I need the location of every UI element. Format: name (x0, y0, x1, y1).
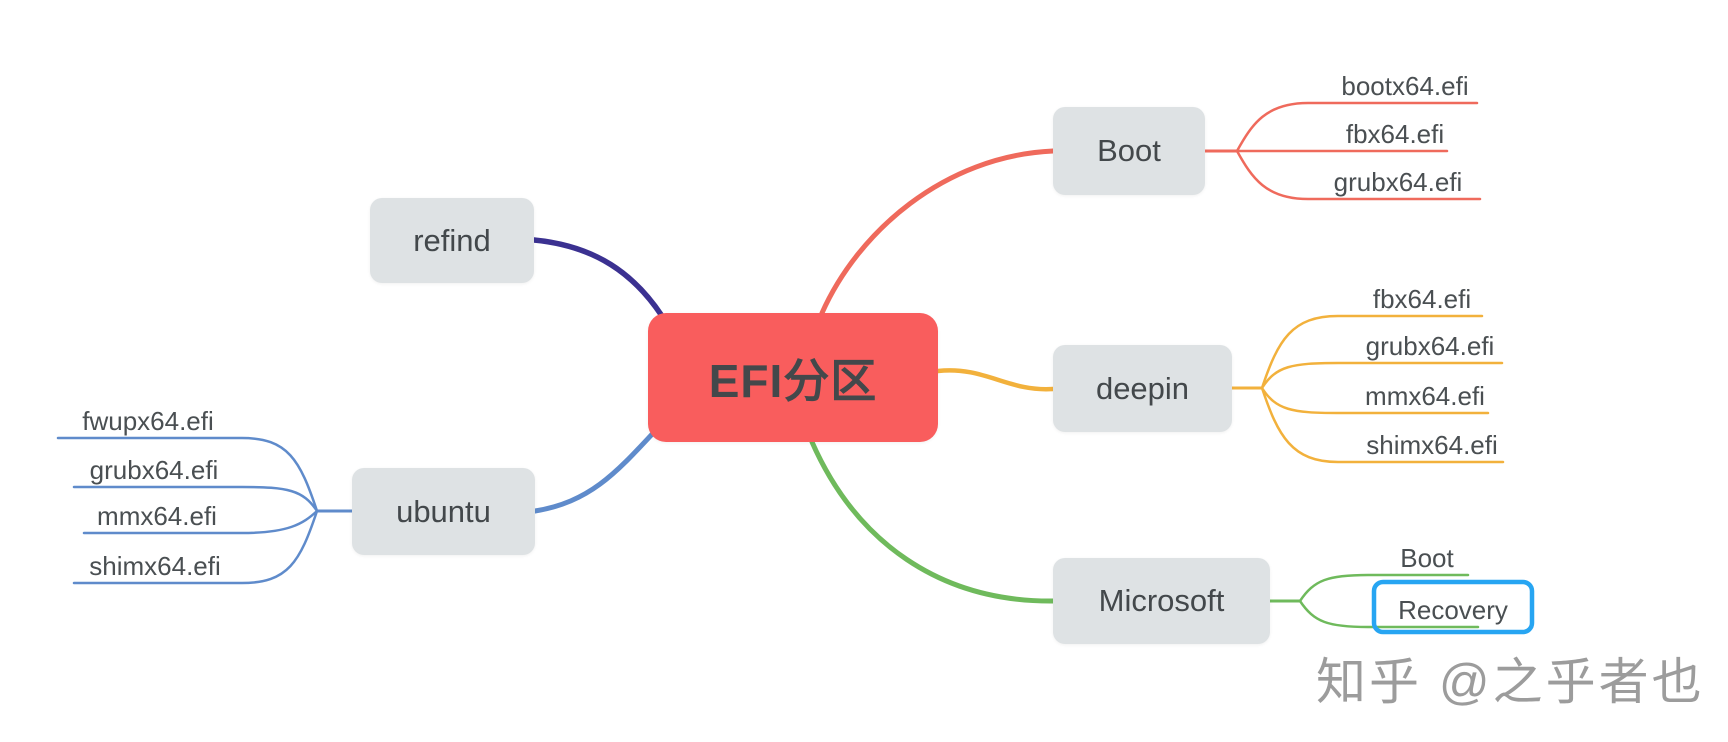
deepin-branch-line (935, 368, 1056, 392)
microsoft-child-1-selected[interactable]: Recovery (1398, 595, 1508, 625)
ubuntu-child-line-1 (72, 485, 319, 513)
node-microsoft[interactable]: Microsoft (1053, 558, 1270, 644)
deepin-child-1[interactable]: grubx64.efi (1365, 331, 1495, 361)
ubuntu-child-3[interactable]: shimx64.efi (89, 551, 221, 581)
boot-child-line-2 (1235, 149, 1482, 201)
node-refind[interactable]: refind (370, 198, 534, 283)
ubuntu-child-line-0 (56, 436, 319, 513)
ubuntu-child-line-3 (72, 509, 319, 585)
node-ubuntu[interactable]: ubuntu (352, 468, 535, 555)
boot-child-line-0 (1235, 101, 1479, 153)
boot-child-1[interactable]: fbx64.efi (1345, 119, 1445, 149)
node-boot[interactable]: Boot (1053, 107, 1205, 195)
boot-branch-line (819, 148, 1056, 316)
boot-child-2[interactable]: grubx64.efi (1333, 167, 1463, 197)
deepin-child-0[interactable]: fbx64.efi (1372, 284, 1472, 314)
ubuntu-child-2[interactable]: mmx64.efi (97, 501, 217, 531)
microsoft-child-0[interactable]: Boot (1400, 543, 1454, 573)
microsoft-child-line-0 (1298, 573, 1470, 603)
deepin-child-line-1 (1260, 361, 1504, 390)
root-node-efi-partition[interactable]: EFI分区 (648, 313, 938, 442)
deepin-child-line-2 (1260, 386, 1490, 415)
boot-child-0[interactable]: bootx64.efi (1341, 71, 1469, 101)
deepin-child-line-0 (1260, 314, 1484, 390)
deepin-child-2[interactable]: mmx64.efi (1365, 381, 1485, 411)
ubuntu-branch-line (532, 428, 658, 514)
microsoft-child-line-1 (1298, 599, 1480, 629)
zhihu-watermark: 知乎 @之乎者也 (1316, 654, 1705, 710)
deepin-child-3[interactable]: shimx64.efi (1366, 430, 1498, 460)
node-deepin[interactable]: deepin (1053, 345, 1232, 432)
ubuntu-child-1[interactable]: grubx64.efi (89, 455, 219, 485)
microsoft-branch-line (809, 439, 1056, 604)
ubuntu-child-line-2 (82, 509, 319, 535)
ubuntu-child-0[interactable]: fwupx64.efi (82, 406, 214, 436)
refind-branch-line (531, 237, 665, 319)
selection-highlight (1371, 579, 1535, 635)
deepin-child-line-3 (1260, 386, 1505, 464)
